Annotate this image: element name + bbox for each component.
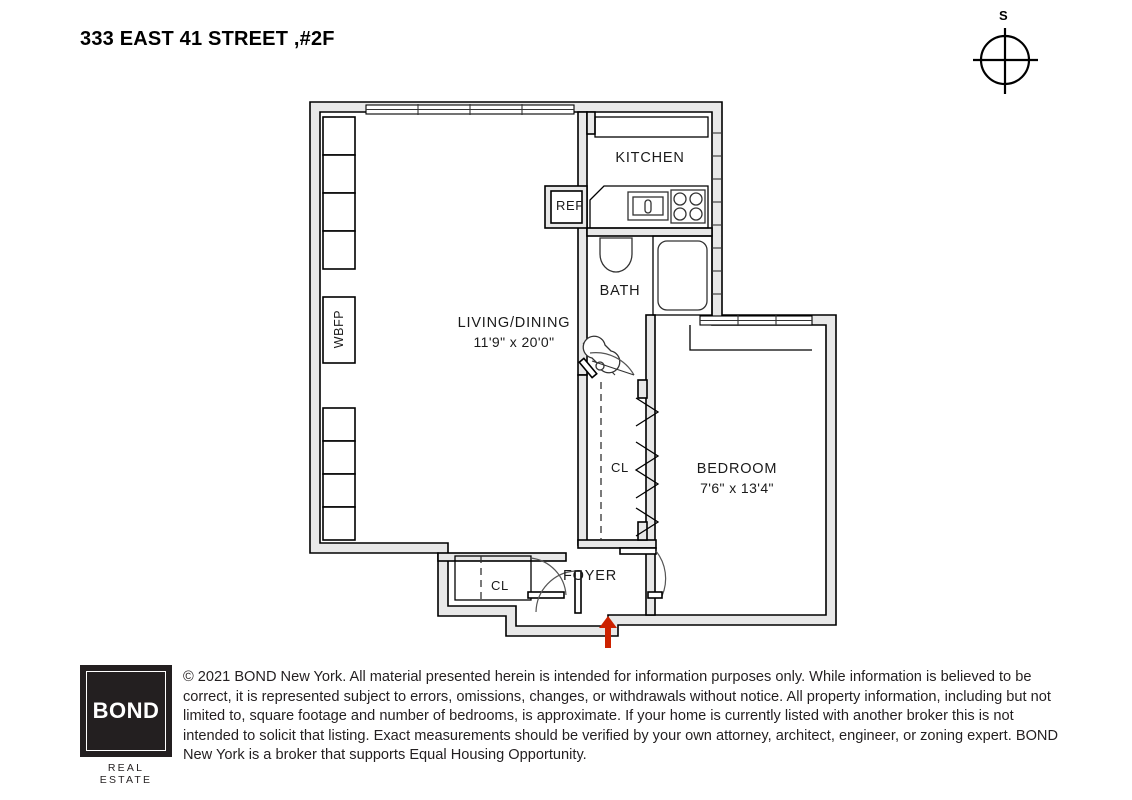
room-dims-living-dining: 11'9" x 20'0" — [473, 334, 555, 350]
fixture-label-closet-foyer: CL — [491, 578, 509, 593]
bathroom-fixtures — [578, 235, 713, 379]
floor-plan-drawing: .wall { fill:#e8e8e8; stroke:#000000; st… — [309, 101, 837, 648]
right-wall-marks — [712, 132, 722, 295]
compass-rose: S — [963, 8, 1053, 103]
fixture-label-refrigerator: REF — [556, 198, 584, 213]
bond-logo-inner-border: BOND — [86, 671, 166, 751]
compass-rose-icon — [973, 28, 1038, 94]
room-label-kitchen: KITCHEN — [615, 150, 685, 166]
foyer-closet — [454, 555, 567, 601]
room-dims-bedroom: 7'6" x 13'4" — [700, 480, 774, 496]
disclaimer-text: © 2021 BOND New York. All material prese… — [183, 669, 1058, 763]
kitchen-fixtures — [589, 116, 709, 229]
fixture-label-closet-bedroom: CL — [611, 460, 629, 475]
living-room-window — [365, 104, 575, 115]
bedroom-closet — [600, 379, 660, 541]
room-label-bedroom: BEDROOM — [696, 461, 778, 477]
room-label-bath: BATH — [599, 283, 641, 299]
fireplace-wbfp — [322, 296, 356, 364]
fixture-label-fireplace: WBFP — [332, 309, 346, 349]
compass-label-south: S — [999, 8, 1008, 23]
bedroom-window — [689, 315, 813, 351]
exterior-walls — [309, 101, 837, 637]
page-title: 333 EAST 41 STREET ,#2F — [80, 28, 335, 50]
floor-plan-svg: .wall { fill:#e8e8e8; stroke:#000000; st… — [309, 101, 837, 648]
footer: BOND REAL ESTATE © 2021 BOND New York. A… — [0, 650, 1132, 800]
bond-wordmark: BOND — [92, 698, 160, 723]
room-label-foyer: FOYER — [563, 568, 617, 584]
room-label-living-dining: LIVING/DINING — [457, 315, 571, 331]
left-wall-upper-cabinets — [322, 116, 356, 270]
entry-arrow-icon — [599, 616, 617, 648]
bond-logo: BOND — [80, 665, 172, 757]
bond-logo-subtitle: REAL ESTATE — [99, 762, 153, 786]
entry-door — [535, 547, 667, 614]
refrigerator — [544, 185, 588, 229]
left-wall-lower-cabinets — [322, 407, 356, 541]
